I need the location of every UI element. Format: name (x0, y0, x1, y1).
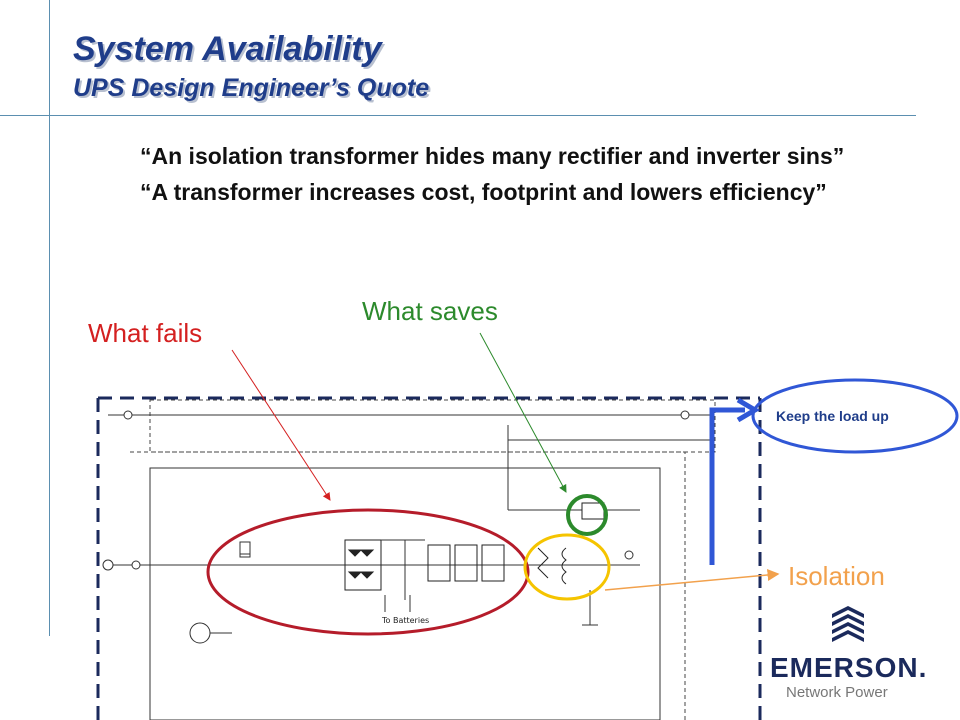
keep-load-up-label: Keep the load up (776, 408, 889, 424)
what-saves-label: What saves (362, 296, 498, 326)
isolation-transformer (537, 547, 567, 585)
emerson-logo-mark-icon (832, 606, 864, 642)
slide-subtitle: UPS Design Engineer’s Quote (73, 74, 430, 102)
emerson-logo: EMERSON. Network Power (770, 606, 930, 702)
what-saves-circle (566, 494, 608, 536)
isolation-ellipse (523, 533, 611, 601)
input-isolation-symbol (239, 541, 251, 555)
quote-isolation-transformer: “An isolation transformer hides many rec… (140, 143, 845, 169)
inner-dotted-enclosure (130, 451, 686, 720)
ups-enclosure-outline (96, 396, 762, 720)
what-saves-arrow (479, 332, 567, 493)
logo-brand-name: EMERSON. (770, 652, 928, 683)
load-path-arrow (709, 407, 745, 565)
inverter-bridge (427, 544, 505, 582)
input-breaker (102, 559, 114, 571)
bypass-switch (680, 410, 690, 420)
load-path-arrowhead (736, 397, 760, 423)
slide-frame-horizontal-line (0, 115, 916, 116)
what-fails-label: What fails (88, 318, 203, 348)
bypass-breaker (123, 410, 133, 420)
engineer-quote-block: “An isolation transformer hides many rec… (140, 138, 880, 210)
isolation-arrow (604, 568, 780, 591)
rectifier-bridge (344, 539, 382, 591)
isolation-label: Isolation (788, 561, 885, 591)
slide-title: System Availability (73, 30, 382, 68)
input-switch (131, 560, 141, 570)
quote-transformer-cost: “A transformer increases cost, footprint… (140, 179, 827, 205)
what-fails-ellipse (206, 508, 530, 636)
what-fails-arrow (231, 349, 331, 501)
keep-load-up-ellipse (751, 378, 959, 454)
slide-frame-vertical-line (49, 0, 50, 636)
ups-module-box (149, 467, 661, 720)
battery-breaker-symbol (189, 622, 211, 644)
bypass-path-box (149, 399, 716, 453)
to-batteries-label: To Batteries (381, 616, 429, 625)
output-meter (624, 550, 634, 560)
static-switch (581, 502, 605, 520)
logo-division-name: Network Power (786, 684, 888, 701)
